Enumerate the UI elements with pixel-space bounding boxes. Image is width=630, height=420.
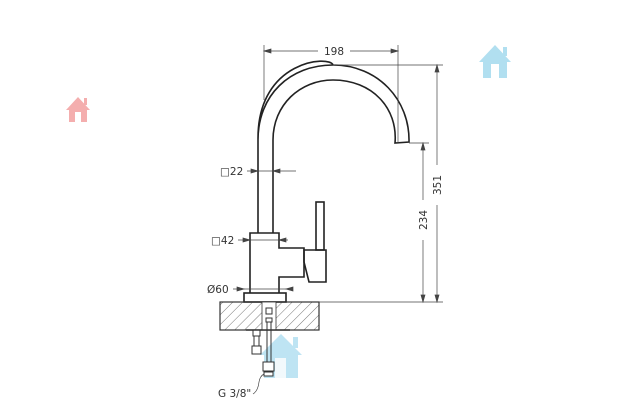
house-watermark-icon [66,97,90,122]
spout [257,60,410,233]
dim-spout-reach: 198 [324,46,344,58]
dim-base-diameter: Ø60 [207,284,229,296]
dim-spout-height: 234 [418,210,430,230]
dim-body-square: □42 [211,235,234,247]
faucet-body [249,232,305,293]
handle-body [303,249,327,283]
dim-connection-thread: G 3/8" [218,388,251,400]
dimension-lines [233,45,443,395]
house-watermark-icon [479,45,511,78]
dim-total-height: 351 [432,175,444,195]
faucet-outline [243,60,410,303]
supply-hoses [246,307,290,377]
dim-pipe-square: □22 [220,166,243,178]
lever-handle [315,201,325,251]
base-plate [243,292,287,303]
